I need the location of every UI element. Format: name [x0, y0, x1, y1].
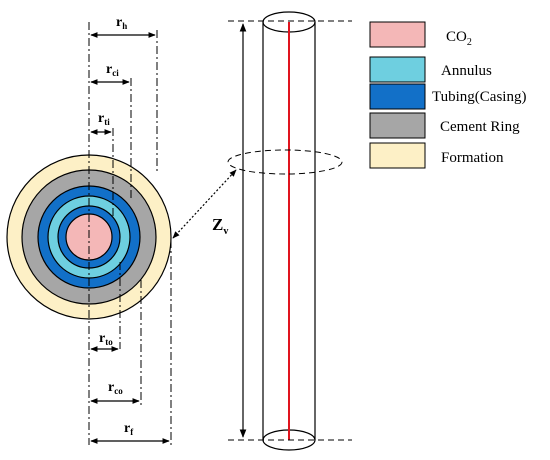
wellbore-cylinder [227, 11, 343, 451]
legend-label-cement: Cement Ring [440, 119, 520, 135]
rti-label: rti [98, 111, 110, 127]
zv-label: Zv [212, 215, 228, 237]
section-connector [172, 169, 237, 239]
legend-swatch-co2 [369, 21, 426, 48]
legend-label-tubing: Tubing(Casing) [432, 89, 526, 105]
legend-swatch-formation [369, 142, 426, 169]
rci-label: rci [106, 62, 119, 78]
legend: CO2 Annulus Tubing(Casing) Cement Ring F… [369, 21, 526, 169]
radius-guides [88, 22, 172, 445]
legend-label-formation: Formation [441, 150, 504, 166]
legend-label-annulus: Annulus [441, 63, 492, 79]
legend-swatch-annulus [369, 56, 426, 83]
section-plane [227, 149, 343, 175]
radius-arrows [90, 32, 170, 444]
legend-label-co2: CO2 [446, 29, 472, 48]
rf-label: rf [124, 421, 134, 437]
legend-swatch-tubing [369, 83, 426, 110]
rto-label: rto [99, 331, 113, 347]
rh-label: rh [116, 15, 127, 31]
legend-swatch-cement [369, 112, 426, 139]
rco-label: rco [108, 380, 123, 396]
